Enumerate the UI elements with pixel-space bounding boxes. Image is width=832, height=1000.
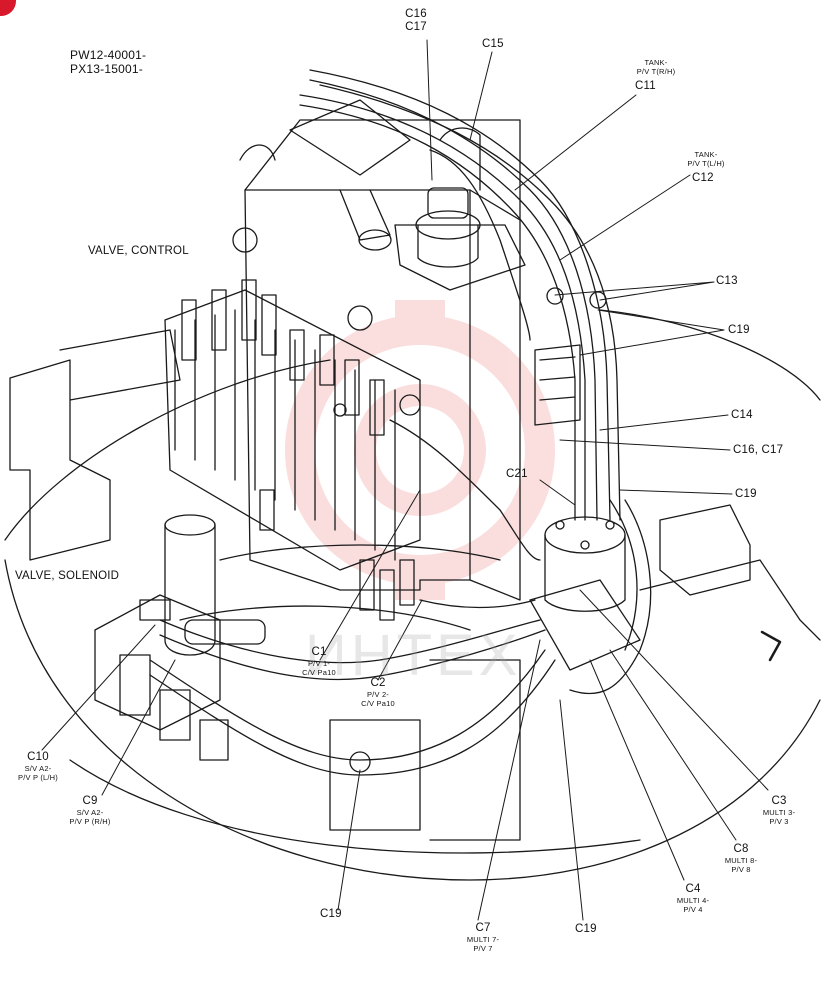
base-plate-outline: [4, 559, 821, 881]
deck-edge-right2: [639, 559, 821, 641]
serial-range-1: PW12-40001-: [70, 48, 147, 62]
floor-curve2: [179, 605, 471, 631]
tank-front: [244, 189, 471, 591]
frame-bracket-left: [9, 359, 111, 561]
callout-c2: C2 P/V 2- C/V Pa10: [361, 677, 395, 708]
tank-lid: [289, 99, 411, 176]
pilot-hoses: [149, 419, 652, 776]
rear-guard: [329, 719, 421, 831]
tank-top: [244, 119, 521, 221]
suction-pipe: [339, 189, 391, 241]
callout-c7: C7 MULTI 7- P/V 7: [466, 922, 500, 953]
callout-c16-c17-mid: C16, C17: [733, 444, 784, 456]
callout-c19-d: C19: [575, 923, 597, 935]
label-valve-control: VALVE, CONTROL: [88, 245, 189, 257]
return-elbow: [239, 144, 276, 161]
callout-c21: C21: [506, 468, 528, 480]
pedestal: [164, 524, 216, 656]
callout-c8: C8 MULTI 8- P/V 8: [724, 843, 758, 874]
clamp-c19-lower: [349, 751, 371, 773]
control-valve-stack: [164, 227, 421, 621]
callout-c19-a: C19: [728, 324, 750, 336]
callout-c12-desc: TANK- P/V T(L/H): [687, 150, 725, 168]
battery-box: [659, 504, 751, 596]
hose-bundle: [299, 69, 621, 521]
callout-c13: C13: [716, 275, 738, 287]
callout-c16-c17-top: C16 C17: [405, 8, 427, 33]
filter-housing: [415, 210, 481, 240]
callout-c14: C14: [731, 409, 753, 421]
callout-c15: C15: [482, 38, 504, 50]
band-c15: [439, 127, 481, 191]
tank-cap: [394, 224, 526, 291]
filter-body: [417, 224, 479, 268]
solenoid-block-right: [534, 344, 581, 426]
callout-c11: C11: [635, 80, 656, 92]
watermark-text: ИНТЕХ: [305, 623, 522, 688]
base-plate-rim: [4, 359, 331, 541]
filter-cap: [427, 187, 469, 219]
serial-range-2: PX13-15001-: [70, 62, 143, 76]
label-valve-solenoid: VALVE, SOLENOID: [15, 570, 120, 582]
callout-c3: C3 MULTI 3- P/V 3: [762, 795, 796, 826]
leader-lines: [41, 39, 769, 921]
callout-c9: C9 S/V A2- P/V P (R/H): [69, 795, 111, 826]
multi-control-valve: [529, 516, 641, 671]
callout-c11-desc: TANK- P/V T(R/H): [636, 58, 676, 76]
callout-c19-b: C19: [735, 488, 757, 500]
callout-c4: C4 MULTI 4- P/V 4: [676, 883, 710, 914]
callout-c1: C1 P/V 1- C/V Pa10: [302, 646, 336, 677]
tank-side: [469, 189, 521, 601]
floor-curve: [219, 544, 501, 561]
frame-beam: [59, 329, 181, 401]
deck-edge-right: [599, 309, 821, 401]
callout-c12: C12: [692, 172, 714, 184]
arrow-icon: [760, 630, 782, 662]
base-plate-inner: [69, 759, 641, 854]
callout-c19-c: C19: [320, 908, 342, 920]
callout-c10: C10 S/V A2- P/V P (L/H): [18, 751, 58, 782]
